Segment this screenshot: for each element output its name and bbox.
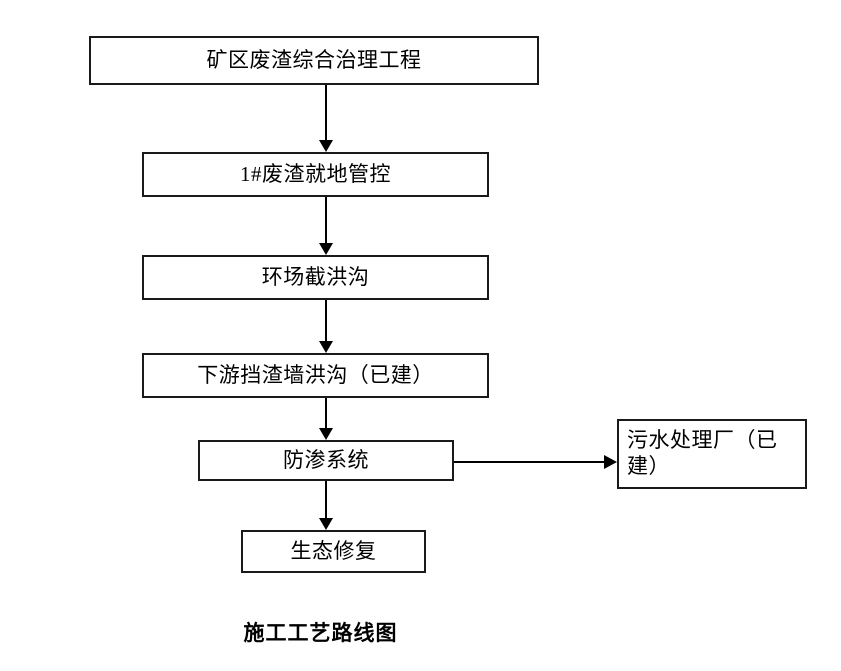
arrowhead-down-icon [319, 428, 333, 440]
arrowhead-down-icon [319, 518, 333, 530]
node-mine-waste-treatment-project[interactable]: 矿区废渣综合治理工程 [89, 36, 539, 85]
arrowhead-down-icon [319, 243, 333, 255]
connector-downstream-to-seepage [325, 398, 327, 428]
node-onsite-waste-control[interactable]: 1#废渣就地管控 [142, 152, 489, 197]
arrowhead-down-icon [319, 140, 333, 152]
node-ecological-restoration[interactable]: 生态修复 [241, 530, 426, 573]
node-perimeter-flood-ditch[interactable]: 环场截洪沟 [142, 255, 489, 300]
diagram-caption: 施工工艺路线图 [243, 621, 398, 645]
node-downstream-retaining-wall-ditch[interactable]: 下游挡渣墙洪沟（已建） [142, 353, 489, 398]
connector-main-to-onsite [325, 85, 327, 140]
arrowhead-right-icon [604, 455, 617, 469]
arrowhead-down-icon [319, 341, 333, 353]
node-wastewater-treatment-plant[interactable]: 污水处理厂（已 建） [617, 419, 807, 489]
connector-ditch-to-downstream [325, 300, 327, 341]
node-anti-seepage-system[interactable]: 防渗系统 [198, 440, 454, 481]
connector-seepage-to-wastewater [454, 461, 604, 463]
connector-onsite-to-ditch [325, 197, 327, 243]
connector-seepage-to-eco [325, 481, 327, 518]
